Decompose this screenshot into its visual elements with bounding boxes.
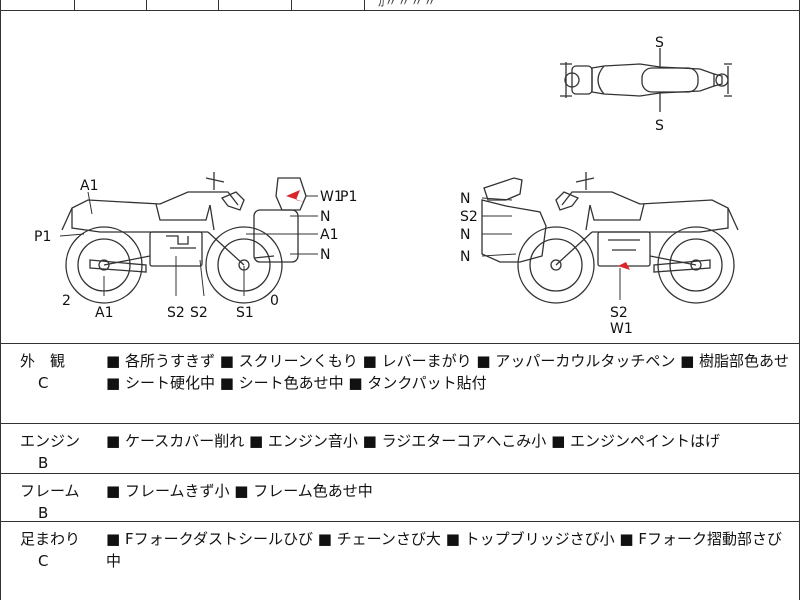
section-grade: B <box>38 454 49 472</box>
section-findings: ■ Fフォークダストシールひび ■ チェーンさび大 ■ トップブリッジさび小 ■… <box>106 530 782 570</box>
label-p1: P1 <box>340 189 357 205</box>
label-n: N <box>460 227 470 243</box>
callout-lines <box>59 191 621 300</box>
header-cell <box>74 0 147 10</box>
damage-marks <box>286 190 630 270</box>
header-table-strip: ｶ〃〃〃〃 <box>0 0 800 11</box>
label-n: N <box>460 191 470 207</box>
label-s2: S2 <box>190 305 208 321</box>
label-2: 2 <box>62 293 71 309</box>
section-grade: C <box>38 552 49 570</box>
right-view-outline <box>481 172 739 304</box>
left-view-outline <box>61 172 307 304</box>
section-label: 外 観 <box>20 352 66 370</box>
label-s2: S2 <box>460 209 478 225</box>
label-a1: A1 <box>95 305 113 321</box>
header-cell <box>218 0 292 10</box>
label-n: N <box>320 247 330 263</box>
section-label: エンジン <box>20 432 81 450</box>
section-grade: B <box>38 504 49 522</box>
label-0: 0 <box>270 293 279 309</box>
frame-border <box>0 0 1 600</box>
section-exterior: 外 観 C ■ 各所うすきず ■ スクリーンくもり ■ レバーまがり ■ アッパ… <box>0 343 800 424</box>
label-s1: S1 <box>236 305 254 321</box>
section-label: 足まわり <box>20 530 81 548</box>
label-n: N <box>320 209 330 225</box>
damage-mark-icon <box>286 190 304 202</box>
label-w1: W1 <box>320 189 343 205</box>
header-cell <box>291 0 365 10</box>
label-s2: S2 <box>167 305 185 321</box>
header-cell <box>0 0 75 10</box>
header-partial-text: ｶ〃〃〃〃 <box>378 0 437 10</box>
label-top-s: S <box>655 118 664 134</box>
motorcycle-diagram-svg: S S A1 P1 2 A1 S2 S2 S1 0 W1 P1 N A1 N N… <box>34 35 739 337</box>
label-top-s: S <box>655 35 664 51</box>
section-findings: ■ フレームきず小 ■ フレーム色あせ中 <box>106 482 373 500</box>
section-suspension: 足まわり C ■ Fフォークダストシールひび ■ チェーンさび大 ■ トップブリ… <box>0 521 800 601</box>
label-a1: A1 <box>80 178 98 194</box>
label-n: N <box>460 249 470 265</box>
damage-diagram: S S A1 P1 2 A1 S2 S2 S1 0 W1 P1 N A1 N N… <box>0 10 800 343</box>
section-frame: フレーム B ■ フレームきず小 ■ フレーム色あせ中 <box>0 473 800 522</box>
label-w1: W1 <box>610 321 633 337</box>
section-label: フレーム <box>20 482 80 500</box>
section-grade: C <box>38 374 49 392</box>
label-s2: S2 <box>610 305 628 321</box>
section-findings: ■ ケースカバー削れ ■ エンジン音小 ■ ラジエターコアへこみ小 ■ エンジン… <box>106 432 721 450</box>
diagram-labels: S S A1 P1 2 A1 S2 S2 S1 0 W1 P1 N A1 N N… <box>34 35 664 337</box>
damage-mark-icon <box>618 262 630 270</box>
header-cell <box>146 0 219 10</box>
top-view-outline <box>560 48 732 112</box>
section-findings: ■ 各所うすきず ■ スクリーンくもり ■ レバーまがり ■ アッパーカウルタッ… <box>106 352 790 392</box>
header-cell: ｶ〃〃〃〃 <box>364 0 799 10</box>
label-a1: A1 <box>320 227 338 243</box>
label-p1: P1 <box>34 229 51 245</box>
section-engine: エンジン B ■ ケースカバー削れ ■ エンジン音小 ■ ラジエターコアへこみ小… <box>0 423 800 474</box>
